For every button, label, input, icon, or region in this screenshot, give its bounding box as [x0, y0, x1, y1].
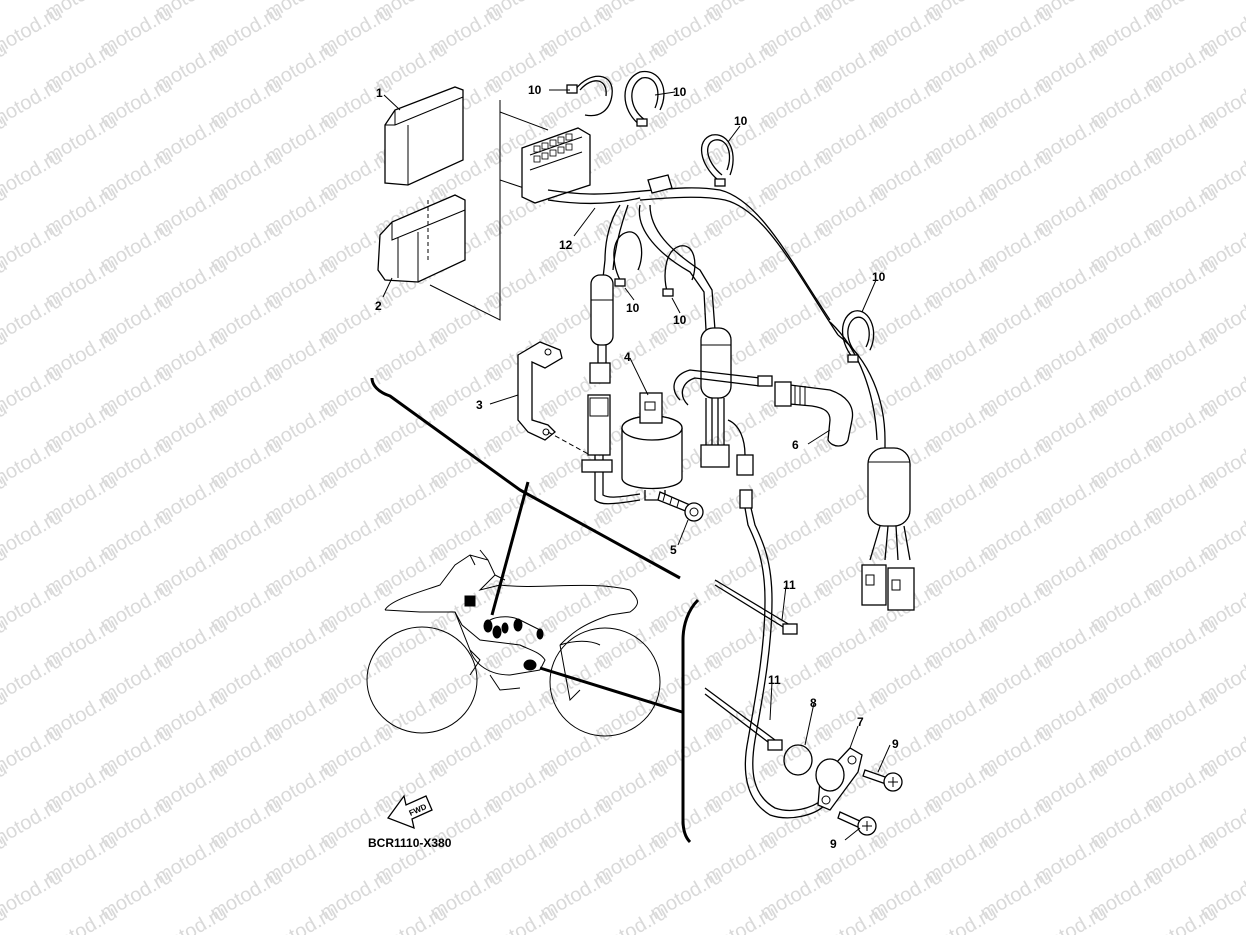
callout-1: 1 — [376, 86, 383, 100]
watermark-text: motod.ru — [0, 218, 66, 277]
pickup-sensor-part — [815, 747, 863, 811]
detail-frame — [370, 377, 700, 844]
coupler-part — [861, 447, 915, 611]
callout-2: 2 — [375, 299, 382, 313]
callout-4: 4 — [624, 350, 631, 364]
callout-11-lower: 11 — [768, 673, 781, 687]
watermark-text: motod.ru — [372, 902, 451, 935]
watermark-text: motod.ru — [812, 902, 891, 935]
bolt-part — [657, 491, 704, 522]
callout-12: 12 — [559, 238, 573, 252]
watermark-text: motod.ru — [0, 434, 66, 493]
watermark-text: motod.ru — [262, 902, 341, 935]
callout-8: 8 — [810, 696, 817, 710]
watermark-text: motod.ru — [0, 578, 66, 637]
callout-6: 6 — [792, 438, 799, 452]
wire-harness-part — [521, 127, 886, 450]
callout-9-lower: 9 — [830, 837, 837, 851]
watermark-text: motod.ru — [0, 506, 66, 565]
o-ring-part — [783, 744, 813, 776]
pointer-lines — [490, 481, 683, 714]
watermark-text: motod.ru — [1142, 902, 1221, 935]
watermark-text: motod.ru — [0, 362, 66, 421]
watermark-text: motod.ru — [592, 902, 671, 935]
watermark-text: motod.ru — [0, 722, 66, 781]
diagram-code: BCR1110-X380 — [368, 836, 452, 850]
watermark-text: motod.ru — [0, 866, 66, 925]
watermark-text: motod.ru — [0, 146, 66, 205]
watermark-text: motod.ru — [702, 902, 781, 935]
callout-10-a: 10 — [528, 83, 542, 97]
spark-plug-cap-part — [774, 381, 854, 447]
callout-3: 3 — [476, 398, 483, 412]
watermark-text: motod.ru — [0, 902, 11, 935]
callout-10-f: 10 — [872, 270, 886, 284]
screw-parts — [837, 769, 903, 836]
callout-7: 7 — [857, 715, 864, 729]
watermark-text: motod.ru — [0, 650, 66, 709]
cable-tie-parts — [704, 579, 798, 751]
cdi-unit-part — [384, 86, 464, 186]
ignition-coil-part — [581, 369, 773, 505]
watermark-text: motod.ru — [42, 902, 121, 935]
callout-10-b: 10 — [673, 85, 687, 99]
motorcycle-outline — [366, 549, 661, 737]
callout-10-c: 10 — [734, 114, 748, 128]
watermark-text: motod.ru — [0, 794, 66, 853]
watermark-text: motod.ru — [482, 902, 561, 935]
watermark-text: motod.ru — [0, 74, 66, 133]
watermark-text: motod.ru — [0, 290, 66, 349]
relay-connectors — [589, 274, 826, 819]
cdi-holder-part — [377, 194, 466, 283]
callout-10-e: 10 — [673, 313, 687, 327]
leader-lines — [382, 89, 891, 841]
callout-5: 5 — [670, 543, 677, 557]
watermark-text: motod.ru — [1032, 902, 1111, 935]
fwd-arrow-icon: FWD — [386, 794, 433, 830]
watermark-text: motod.ru — [0, 0, 11, 24]
watermark-text: motod.ru — [922, 902, 1001, 935]
callout-10-d: 10 — [626, 301, 640, 315]
watermark-text: motod.ru — [152, 902, 231, 935]
bracket-part — [517, 341, 591, 456]
callout-11-upper: 11 — [783, 578, 796, 592]
callout-9-upper: 9 — [892, 737, 899, 751]
watermark-text: motod.ru — [0, 2, 66, 61]
